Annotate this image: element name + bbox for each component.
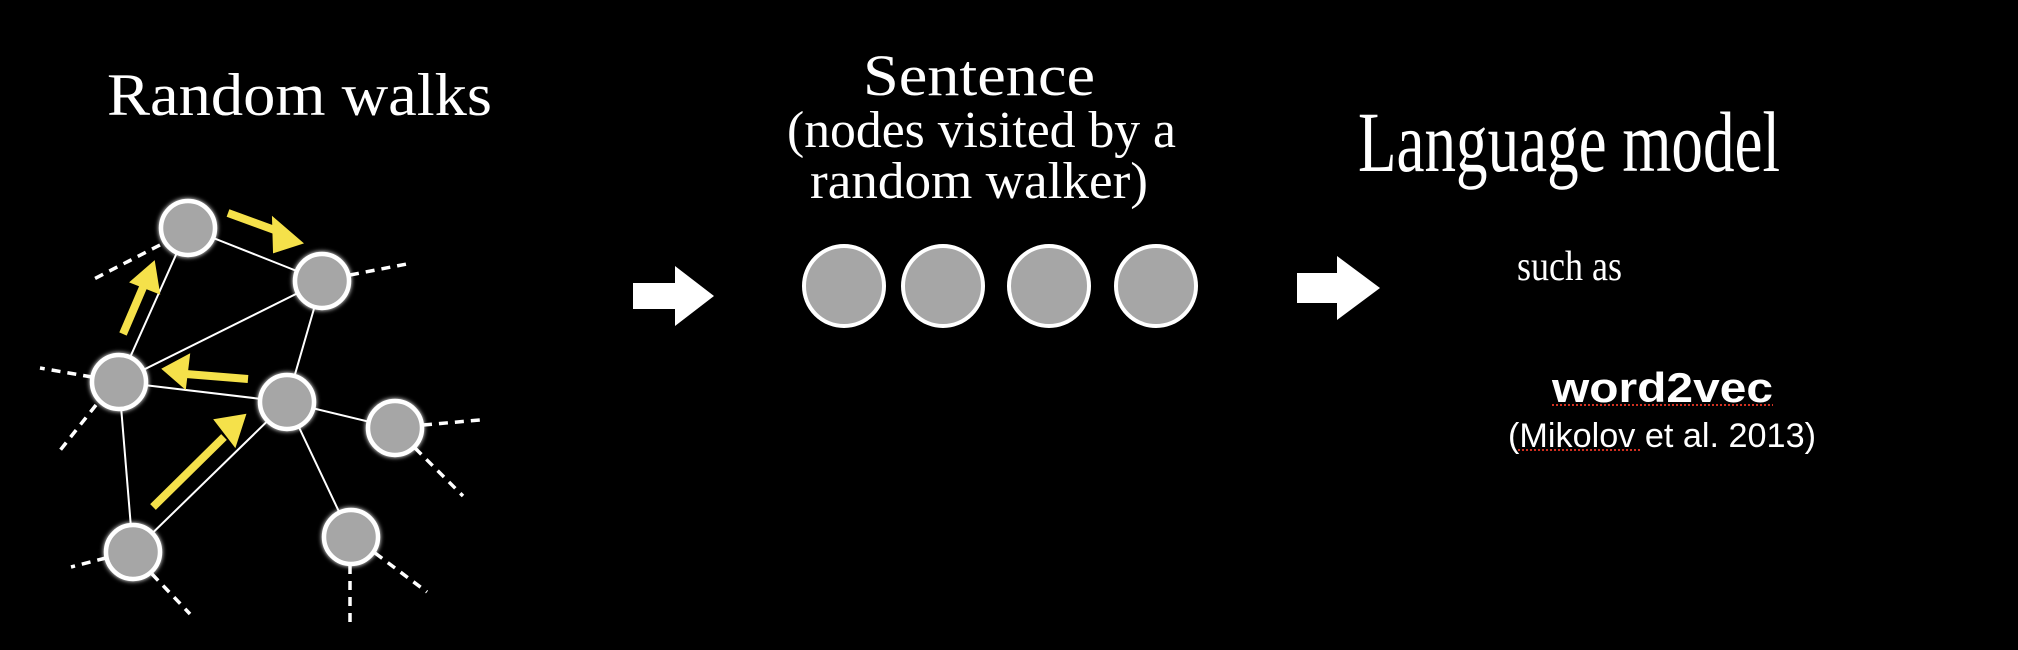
graph	[39, 198, 481, 625]
graph-node	[158, 198, 218, 258]
language-model-title: Language model	[1358, 94, 1780, 190]
graph-node	[365, 398, 425, 458]
sentence-title: Sentence	[863, 43, 1095, 108]
walk-arrow-icon	[226, 209, 305, 254]
sentence-nodes	[802, 244, 1198, 328]
citation-label: (Mikolov et al. 2013)	[1508, 417, 1816, 455]
walk-arrow-icon	[119, 260, 161, 336]
sentence-node	[802, 244, 886, 328]
sentence-subtitle-line2: random walker)	[810, 153, 1148, 210]
right-arrow-icon	[1297, 256, 1380, 320]
graph-node	[292, 251, 352, 311]
sentence-subtitle-line1: (nodes visited by a	[787, 102, 1176, 159]
sentence-node	[1114, 244, 1198, 328]
graph-nodes	[89, 198, 425, 582]
right-arrow-icon	[633, 266, 714, 326]
sentence-node	[901, 244, 985, 328]
graph-node	[257, 372, 317, 432]
graph-node	[321, 507, 381, 567]
walk-arrow-icon	[161, 353, 249, 390]
dangling-edges	[39, 243, 481, 625]
walk-arrow-icon	[150, 413, 247, 510]
graph-node	[89, 352, 149, 412]
such-as-label: such as	[1517, 244, 1622, 290]
word2vec-label: word2vec	[1551, 364, 1773, 411]
sentence-node	[1007, 244, 1091, 328]
walk-arrows	[119, 209, 305, 510]
random-walks-title: Random walks	[107, 62, 492, 128]
graph-node	[103, 522, 163, 582]
